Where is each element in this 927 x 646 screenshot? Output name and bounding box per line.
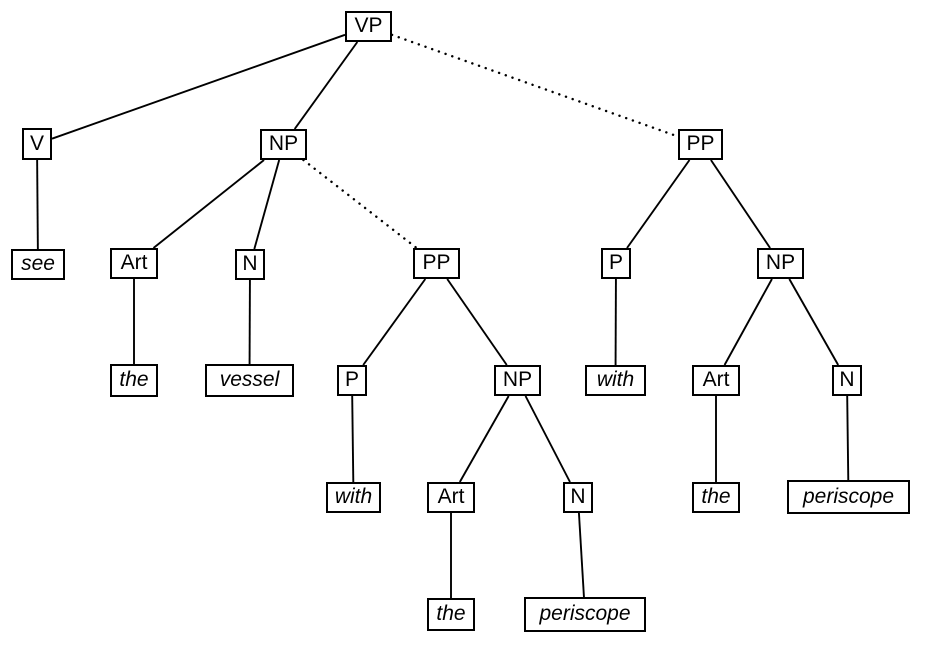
tree-edge-vp-to-np1 (293, 41, 359, 130)
category-node-n1: N (235, 249, 265, 280)
node-label: periscope (802, 484, 895, 508)
category-node-np_right: NP (757, 248, 804, 279)
node-label: Art (702, 368, 730, 391)
leaf-node-vessel: vessel (205, 364, 294, 397)
node-label: N (242, 252, 258, 275)
node-label: P (344, 368, 359, 391)
category-node-np_low: NP (494, 365, 541, 396)
node-label: PP (422, 251, 451, 274)
leaf-node-the1: the (110, 364, 158, 397)
tree-edge-vp-to-v (51, 33, 346, 140)
node-label: PP (686, 132, 715, 155)
category-node-pp_low: PP (413, 248, 460, 279)
leaf-node-see: see (11, 249, 65, 280)
node-label: NP (502, 368, 533, 391)
tree-edge-np_right-to-art_r (723, 278, 773, 366)
node-label: the (119, 368, 149, 391)
node-label: P (608, 251, 623, 274)
category-node-vp: VP (345, 11, 392, 42)
node-label: see (21, 252, 55, 275)
category-node-n_r: N (832, 365, 862, 396)
tree-edge-n_low-to-peri_low (577, 512, 585, 598)
category-node-pp_right: PP (678, 129, 723, 160)
category-node-art_r: Art (692, 365, 740, 396)
leaf-node-with_l: with (326, 482, 381, 513)
category-node-p_right: P (601, 248, 631, 279)
node-label: VP (354, 14, 383, 37)
category-node-art_low: Art (427, 482, 475, 513)
node-label: N (570, 485, 586, 508)
leaf-node-peri_low: periscope (524, 597, 646, 632)
tree-edge-np1-to-art1 (152, 159, 265, 249)
tree-edge-v-to-see (36, 159, 39, 250)
node-label: NP (268, 132, 299, 155)
leaf-node-with_r: with (585, 365, 646, 396)
tree-edge-vp-to-pp_right (390, 33, 680, 138)
tree-edge-np_right-to-n_r (788, 278, 840, 366)
leaf-node-the_r: the (692, 482, 740, 513)
node-label: with (334, 485, 373, 508)
tree-edge-pp_right-to-p_right (626, 159, 691, 249)
node-label: N (839, 368, 855, 391)
node-label: NP (765, 251, 796, 274)
tree-edge-pp_right-to-np_right (710, 159, 771, 249)
node-label: periscope (539, 602, 631, 625)
category-node-p_low: P (337, 365, 367, 396)
node-label: vessel (219, 368, 280, 391)
node-label: the (701, 485, 731, 508)
category-node-np1: NP (260, 129, 307, 160)
leaf-node-peri_r: periscope (787, 480, 910, 514)
node-label: the (436, 602, 466, 625)
tree-edge-np1-to-n1 (253, 159, 281, 250)
category-node-art1: Art (110, 248, 158, 279)
category-node-n_low: N (563, 482, 593, 513)
node-label: V (29, 131, 44, 155)
tree-edge-pp_low-to-p_low (362, 278, 427, 366)
node-label: Art (120, 251, 148, 274)
tree-edge-n_r-to-peri_r (846, 395, 850, 481)
tree-edge-p_low-to-with_l (351, 395, 355, 483)
tree-edge-np_low-to-art_low (458, 395, 510, 483)
tree-edge-pp_low-to-np_low (446, 278, 508, 366)
tree-edge-np_low-to-n_low (524, 395, 571, 483)
node-label: with (596, 368, 635, 391)
tree-edge-np1-to-pp_low (302, 158, 418, 250)
category-node-v: V (22, 128, 52, 160)
node-label: Art (437, 485, 465, 508)
leaf-node-the_low: the (427, 598, 475, 631)
